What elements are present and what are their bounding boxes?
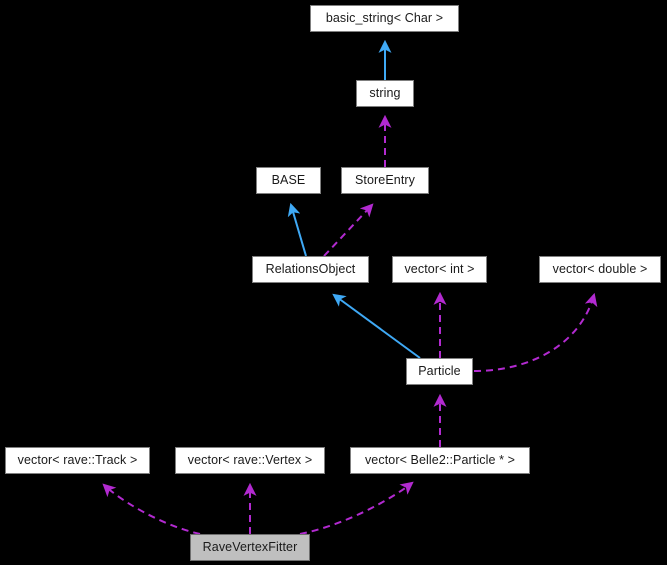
edge-relationsobject-to-storeentry	[323, 203, 374, 257]
class-node-storeentry[interactable]: StoreEntry	[341, 167, 429, 194]
class-node-label: Particle	[418, 364, 461, 379]
class-node-vector-belle2-particle[interactable]: vector< Belle2::Particle * >	[350, 447, 530, 474]
class-node-label: RaveVertexFitter	[202, 540, 298, 555]
class-node-label: vector< rave::Vertex >	[187, 453, 313, 468]
class-node-vector-int[interactable]: vector< int >	[392, 256, 487, 283]
class-node-label: RelationsObject	[265, 262, 356, 277]
class-node-relationsobject[interactable]: RelationsObject	[252, 256, 369, 283]
class-node-vector-double[interactable]: vector< double >	[539, 256, 661, 283]
class-node-particle[interactable]: Particle	[406, 358, 473, 385]
class-node-vector-rave-track[interactable]: vector< rave::Track >	[5, 447, 150, 474]
edge-ravevertexfitter-to-vector-belle2-particle	[299, 481, 414, 535]
class-node-label: basic_string< Char >	[325, 11, 444, 26]
class-node-label: StoreEntry	[354, 173, 416, 188]
edge-relationsobject-to-base	[287, 202, 307, 257]
class-node-string[interactable]: string	[356, 80, 414, 107]
class-node-ravevertexfitter[interactable]: RaveVertexFitter	[190, 534, 310, 561]
class-node-label: vector< int >	[404, 262, 475, 277]
class-node-basic-string[interactable]: basic_string< Char >	[310, 5, 459, 32]
edge-particle-to-relationsobject	[332, 293, 421, 359]
class-node-label: vector< rave::Track >	[17, 453, 138, 468]
class-node-label: vector< double >	[552, 262, 648, 277]
class-node-vector-rave-vertex[interactable]: vector< rave::Vertex >	[175, 447, 325, 474]
edge-ravevertexfitter-to-vector-rave-track	[102, 483, 201, 535]
class-node-label: vector< Belle2::Particle * >	[364, 453, 516, 468]
class-node-label: BASE	[271, 173, 306, 188]
edge-particle-to-vector-double	[473, 292, 598, 372]
class-node-base[interactable]: BASE	[256, 167, 321, 194]
class-node-label: string	[369, 86, 401, 101]
